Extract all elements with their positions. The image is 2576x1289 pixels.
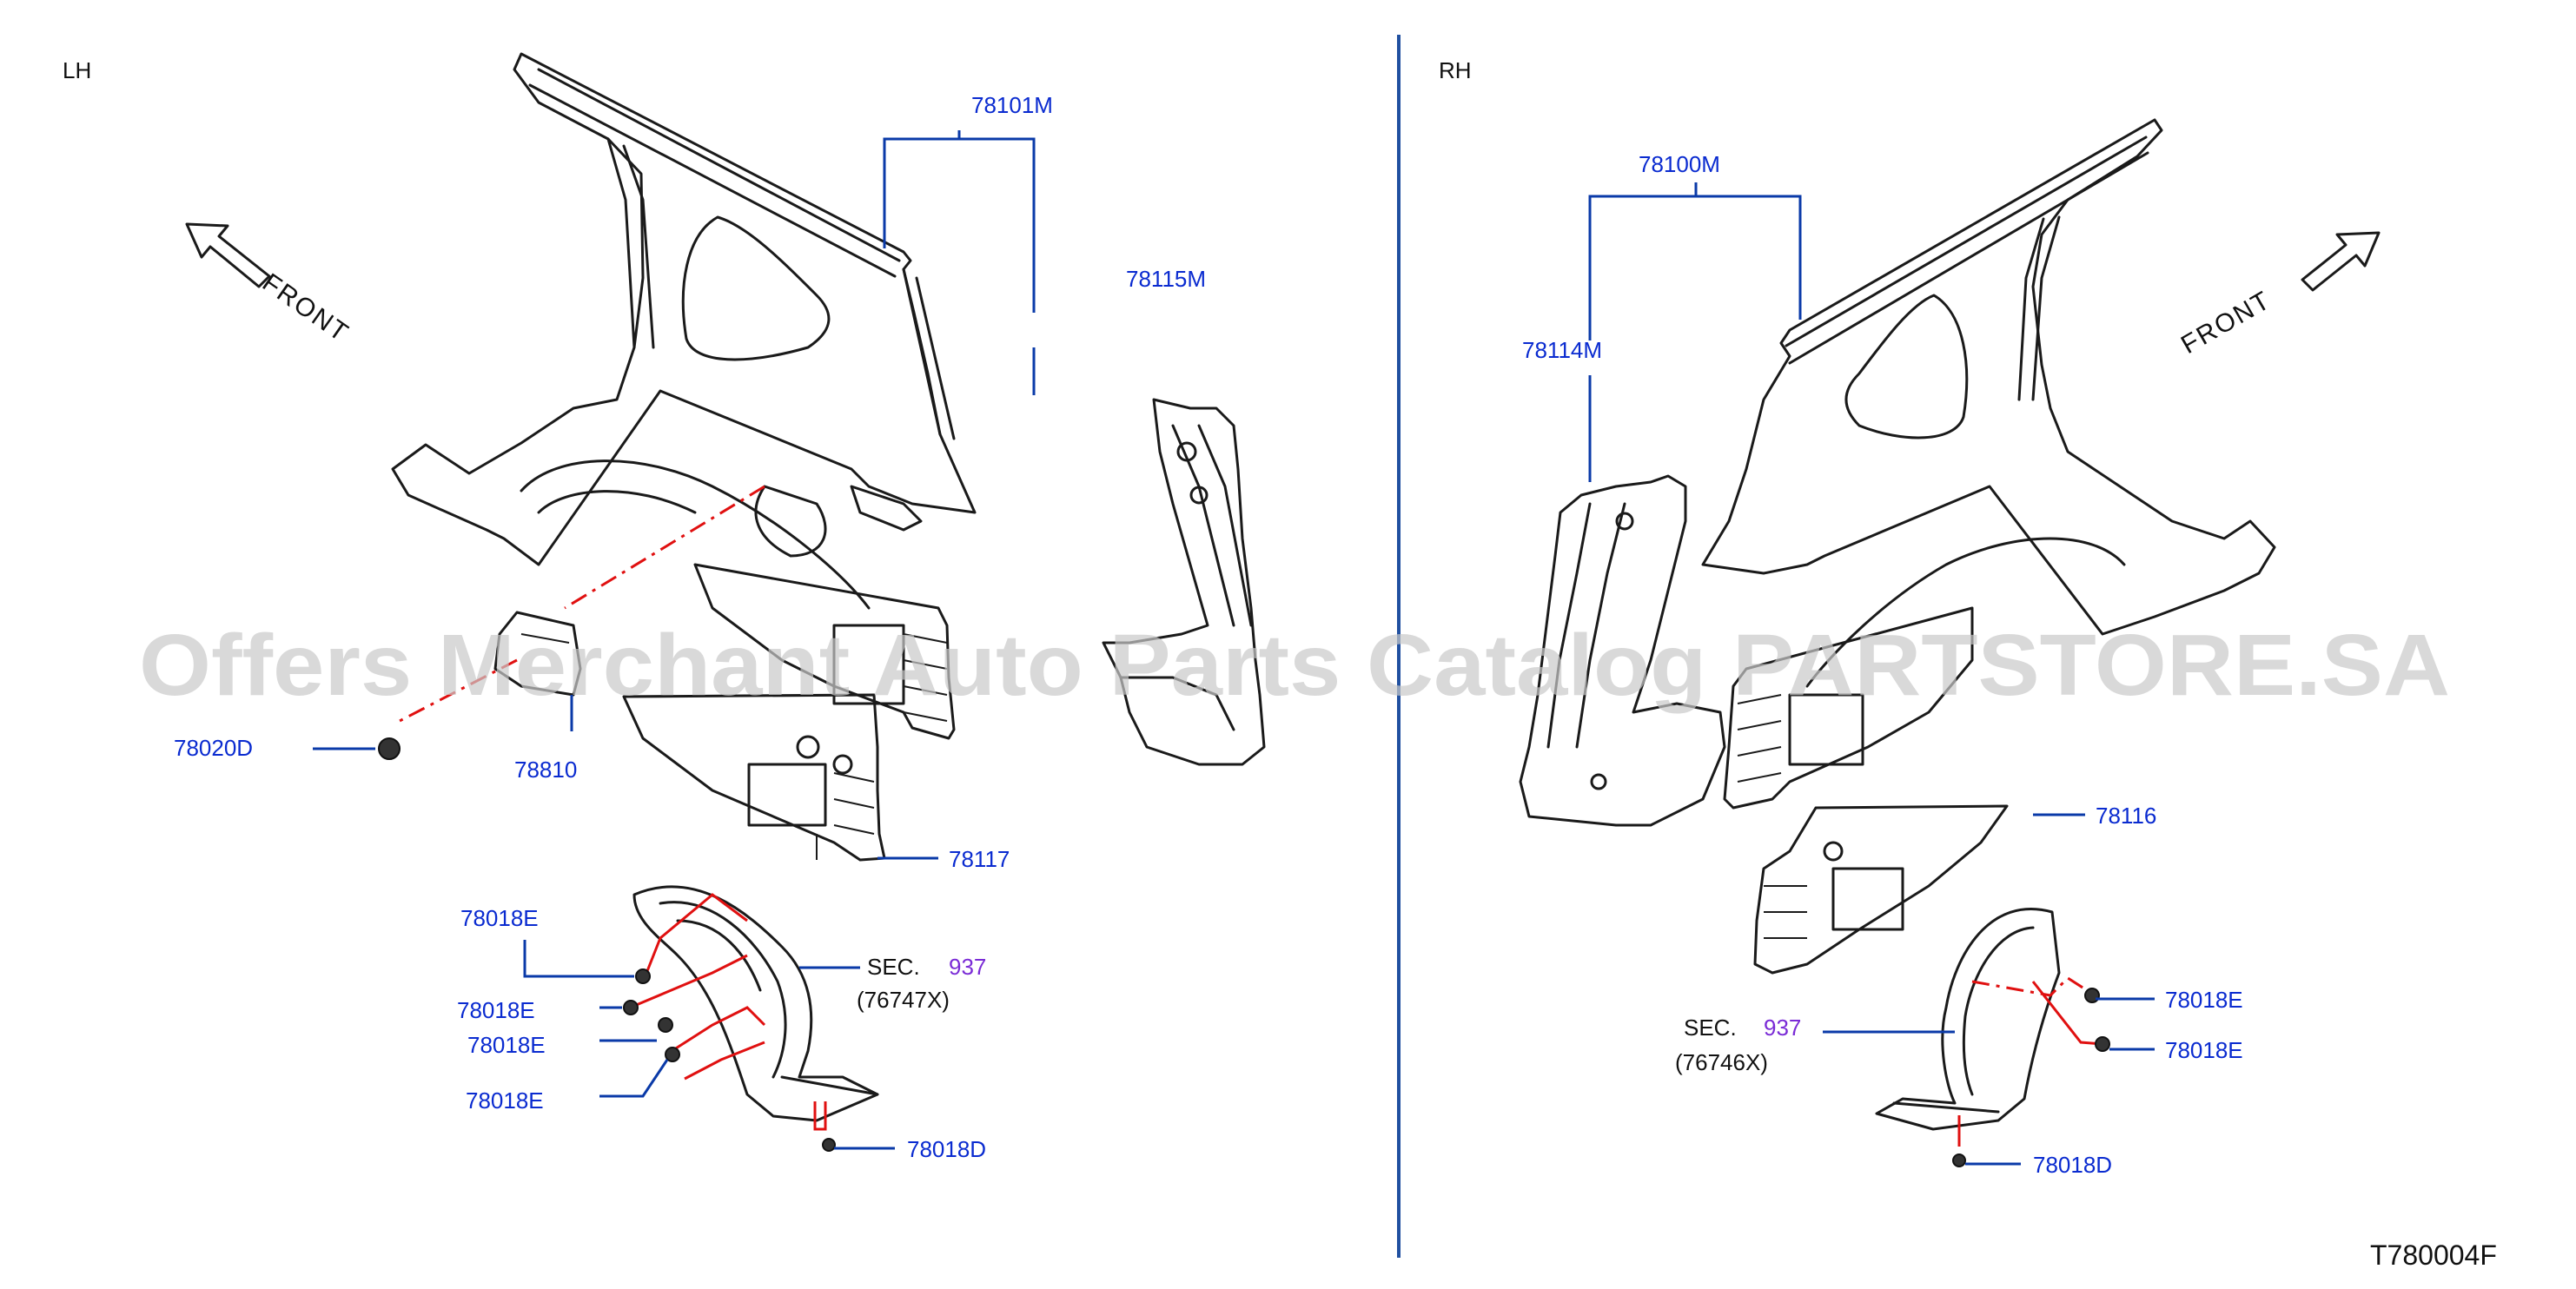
right-inner-wheelhouse bbox=[1723, 606, 1974, 810]
left-wheel-liner bbox=[632, 885, 879, 1122]
right-lower-panel bbox=[1753, 804, 2009, 975]
label-78018e-3[interactable]: 78018E bbox=[467, 1032, 546, 1058]
left-leader-lines bbox=[313, 130, 1036, 1150]
clip-icon bbox=[658, 1017, 673, 1033]
label-78018e-4[interactable]: 78018E bbox=[466, 1087, 544, 1114]
label-78018d-right[interactable]: 78018D bbox=[2033, 1152, 2112, 1178]
clip-icon bbox=[665, 1047, 680, 1062]
side-label-lh: LH bbox=[63, 57, 91, 83]
drawing-code: T780004F bbox=[2370, 1239, 2497, 1271]
front-label-left: FRONT bbox=[257, 268, 354, 348]
left-fasteners bbox=[378, 737, 836, 1152]
left-quarter-panel bbox=[391, 52, 977, 610]
right-leader-lines bbox=[1588, 182, 2155, 1166]
front-arrow-right: FRONT bbox=[2176, 231, 2381, 360]
label-78100m[interactable]: 78100M bbox=[1639, 151, 1720, 177]
right-fasteners bbox=[1952, 988, 2110, 1167]
label-78810[interactable]: 78810 bbox=[514, 757, 577, 783]
label-sec-num-left[interactable]: 937 bbox=[949, 954, 986, 980]
label-78018e-1[interactable]: 78018E bbox=[460, 905, 539, 931]
label-78117[interactable]: 78117 bbox=[949, 846, 1010, 872]
label-sec-sub-right: (76746X) bbox=[1675, 1049, 1768, 1075]
front-label-right: FRONT bbox=[2176, 286, 2276, 360]
left-lower-panel bbox=[622, 693, 886, 862]
label-78115m[interactable]: 78115M bbox=[1126, 266, 1206, 292]
label-sec-left: SEC. bbox=[867, 954, 920, 980]
clip-icon bbox=[1952, 1153, 1966, 1167]
left-red-leaders bbox=[399, 485, 827, 1131]
label-sec-right: SEC. bbox=[1684, 1015, 1737, 1041]
right-wheel-liner bbox=[1875, 908, 2061, 1131]
right-rear-pillar bbox=[1519, 474, 1726, 827]
label-78018e-r1[interactable]: 78018E bbox=[2165, 987, 2243, 1013]
label-78018e-2[interactable]: 78018E bbox=[457, 997, 535, 1023]
left-inner-wheelhouse bbox=[693, 485, 956, 740]
bolt-78020d-icon bbox=[378, 737, 401, 760]
clip-icon bbox=[2084, 988, 2100, 1003]
label-78114m[interactable]: 78114M bbox=[1522, 337, 1602, 363]
clip-icon bbox=[623, 1000, 639, 1015]
front-arrow-left: FRONT bbox=[185, 222, 354, 348]
clip-icon bbox=[822, 1138, 836, 1152]
side-label-rh: RH bbox=[1439, 57, 1472, 83]
clip-icon bbox=[2095, 1036, 2110, 1052]
label-78101m[interactable]: 78101M bbox=[971, 92, 1053, 118]
label-78018d-left[interactable]: 78018D bbox=[907, 1136, 986, 1162]
label-sec-sub-left: (76747X) bbox=[857, 987, 950, 1013]
label-78018e-r2[interactable]: 78018E bbox=[2165, 1037, 2243, 1063]
watermark: Offers Merchant Auto Parts Catalog PARTS… bbox=[139, 617, 2450, 714]
clip-icon bbox=[635, 968, 651, 984]
label-78020d[interactable]: 78020D bbox=[174, 735, 253, 761]
label-78116[interactable]: 78116 bbox=[2096, 803, 2156, 829]
label-sec-num-right[interactable]: 937 bbox=[1764, 1015, 1801, 1041]
right-quarter-panel bbox=[1701, 118, 2276, 688]
left-rear-pillar bbox=[1102, 398, 1266, 766]
left-fuel-lid bbox=[493, 611, 582, 697]
